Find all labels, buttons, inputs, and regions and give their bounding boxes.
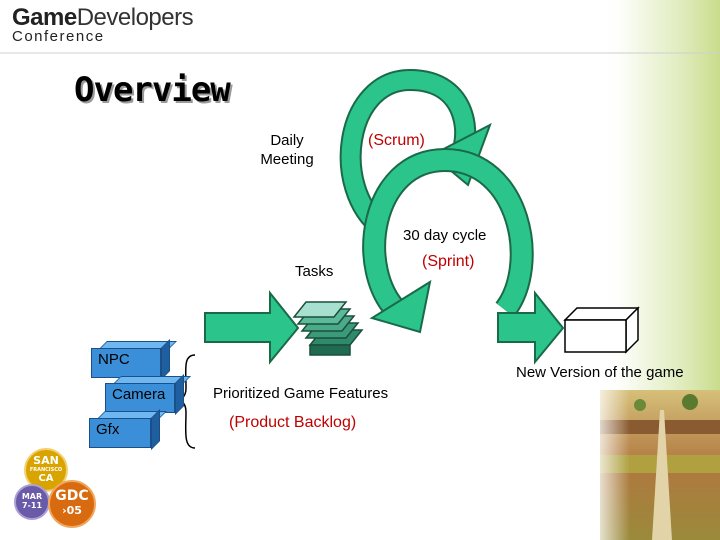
backlog-label: (Product Backlog) — [229, 414, 357, 431]
flow-arrow-right — [497, 290, 565, 365]
badge-gdc: GDC — [55, 488, 89, 504]
gdc-event-badge: SAN FRANCISCO CA MAR 7-11 GDC ›05 — [14, 448, 98, 528]
gfx-label: Gfx — [96, 421, 120, 438]
badge-francisco: FRANCISCO — [29, 467, 63, 473]
daily-meeting-label: Daily Meeting — [260, 132, 314, 168]
badge-mar: MAR — [21, 492, 43, 501]
backlog-item-npc: NPC — [91, 348, 161, 378]
sprint-label: (Sprint) — [422, 253, 475, 270]
camera-label: Camera — [112, 386, 166, 403]
features-label: Prioritized Game Features — [213, 385, 389, 402]
new-version-label: New Version of the game — [516, 364, 684, 381]
new-version-box-icon — [563, 306, 640, 354]
badge-ca: CA — [38, 473, 54, 484]
flow-arrow-left — [204, 290, 300, 365]
logo-conference: Conference — [12, 28, 105, 45]
gdc-logo: GameDevelopers — [12, 4, 194, 32]
slide-title: Overview — [74, 70, 231, 110]
badge-san: SAN — [33, 454, 59, 467]
backlog-item-gfx: Gfx — [89, 418, 151, 448]
logo-game: Game — [12, 4, 77, 31]
sprint-arrowhead — [369, 279, 432, 334]
badge-gdc-05: GDC ›05 — [48, 480, 96, 528]
tasks-label: Tasks — [295, 263, 334, 280]
badge-dates: MAR 7-11 — [14, 484, 50, 520]
task-stack-icon — [292, 301, 364, 356]
scrum-label: (Scrum) — [368, 132, 425, 149]
badge-year: ›05 — [62, 504, 82, 517]
backlog-item-camera: Camera — [105, 383, 175, 413]
npc-label: NPC — [98, 351, 130, 368]
cycle-label: 30 day cycle — [403, 227, 487, 244]
logo-developers: Developers — [76, 4, 194, 31]
badge-dates-text: 7-11 — [21, 501, 43, 510]
